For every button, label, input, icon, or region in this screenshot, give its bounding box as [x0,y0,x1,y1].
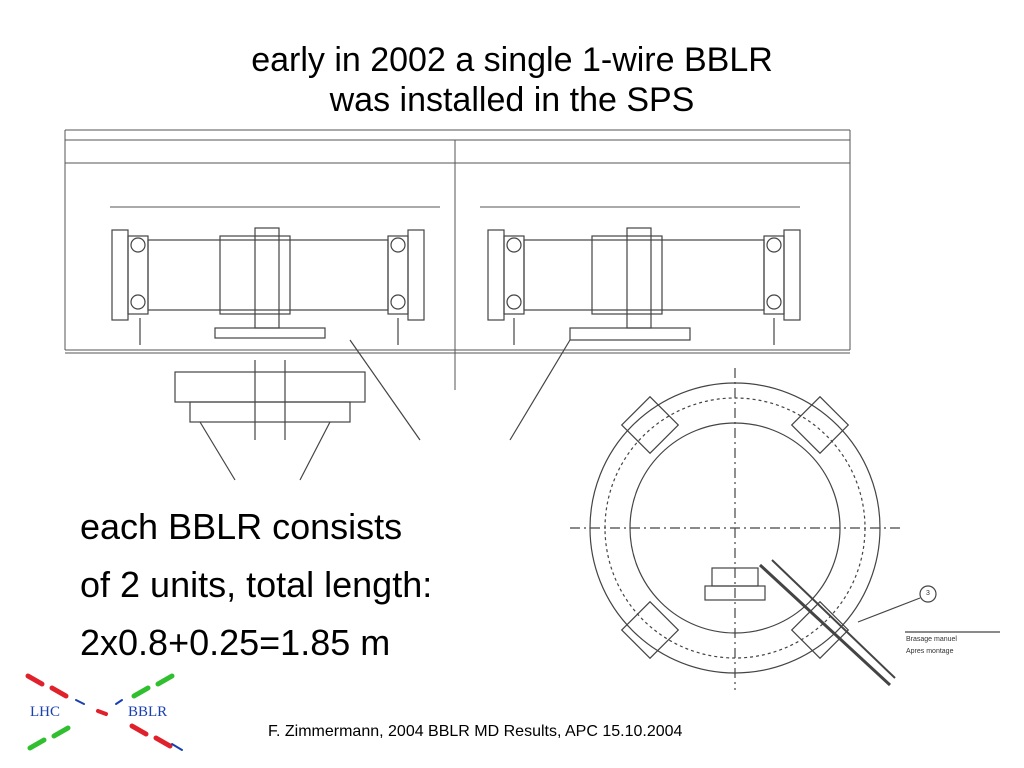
body-line-3: 2x0.8+0.25=1.85 m [80,622,391,663]
slide-title: early in 2002 a single 1-wire BBLR was i… [0,40,1024,120]
slide-title-line2: was installed in the SPS [329,81,695,119]
left-bblr-unit [111,227,425,345]
logo-beam-marks [25,673,183,751]
logo-lhc-text: LHC [30,704,60,720]
slide-footer: F. Zimmermann, 2004 BBLR MD Results, APC… [268,723,683,740]
slide-title-line1: early in 2002 a single 1-wire BBLR [251,41,773,79]
lhc-bblr-logo: LHC BBLR [22,670,192,754]
right-bblr-unit [487,227,801,345]
logo-bblr-text: BBLR [128,704,168,720]
support-stand [174,339,571,481]
body-line-2: of 2 units, total length: [80,564,433,605]
drawing-note-line2: Apres montage [906,648,954,655]
slide-body-text: each BBLR consists of 2 units, total len… [80,498,432,672]
cross-section-view [565,365,1024,695]
drawing-note-line1: Brasage manuel [906,636,957,643]
body-line-1: each BBLR consists [80,506,403,547]
part-number-label: 3 [926,590,930,597]
